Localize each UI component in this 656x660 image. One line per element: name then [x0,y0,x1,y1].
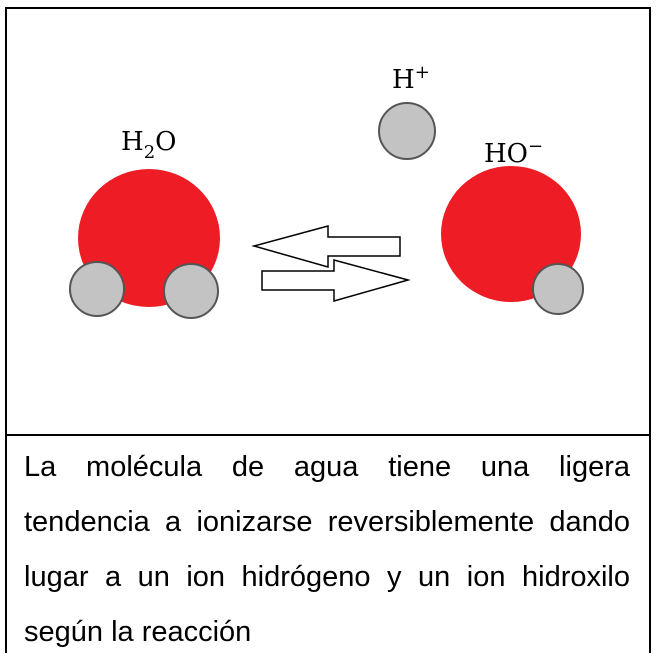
water-label: H2O [121,127,176,163]
hydrogen-ion-label: H+ [392,62,430,95]
water-molecule [69,169,220,319]
hydrogen-ion-atom [378,102,436,160]
hydroxyl-hydrogen-atom [532,263,584,315]
reverse-arrow [251,225,401,268]
water-hydrogen-atom-right [163,263,219,319]
hydroxyl-ion [441,166,584,315]
caption-divider [5,434,651,436]
caption-text: La molécula de agua tiene una ligera ten… [24,451,630,648]
water-hydrogen-atom-left [69,261,125,317]
figure-frame [5,7,651,653]
ionization-diagram: H2O H+ HO− [69,62,584,319]
forward-arrow [261,259,411,302]
hydroxyl-ion-label: HO− [484,136,543,169]
